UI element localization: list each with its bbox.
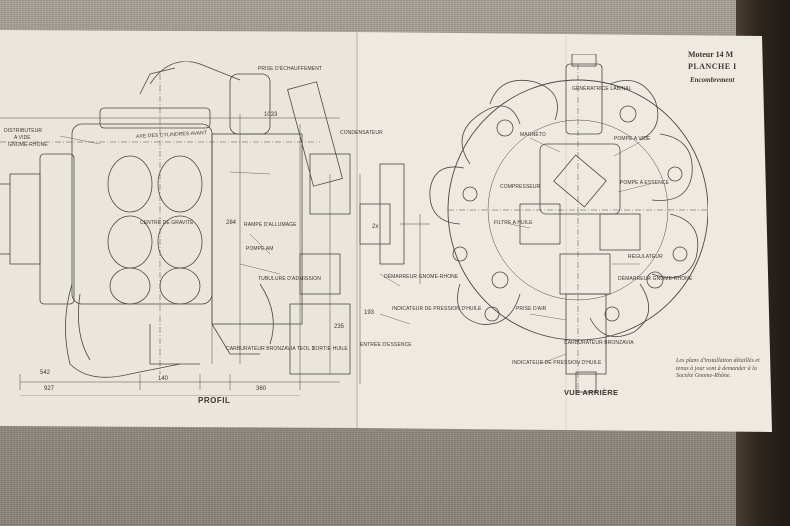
label-demarreur: DÉMARREUR GNOME-RHONE <box>384 274 459 280</box>
rear-label-carburateur: CARBURATEUR BRONZAVIA <box>564 340 634 346</box>
label-centre-gravite: CENTRE DE GRAVITÉ <box>140 220 194 226</box>
dim-1033: 1033 <box>264 112 278 118</box>
engine-model: Moteur 14 M <box>688 50 734 59</box>
view-title-profile: PROFIL <box>198 396 231 405</box>
label-a-vide: A VIDE <box>14 135 31 141</box>
label-pompe-am: POMPE AM <box>246 246 274 252</box>
rear-label-filtre: FILTRE A HUILE <box>494 220 533 226</box>
label-sortie-huile: SORTIE HUILE <box>312 346 348 352</box>
label-distributeur: DISTRIBUTEUR <box>4 128 43 134</box>
rear-label-pompe-essence: POMPE A ESSENCE <box>620 180 670 186</box>
rear-view-drawing <box>429 53 709 394</box>
plate-subject: Encombrement <box>690 76 735 84</box>
dim-2x: 2x <box>372 224 379 230</box>
rear-label-pompe-vide: POMPE A VIDE <box>614 136 651 142</box>
label-prise-echauffement: PRISE D'ÉCHAUFFEMENT <box>258 66 323 72</box>
rear-label-magneto: MAGNÉTO <box>520 132 546 138</box>
drawing-svg <box>0 30 772 432</box>
rear-label-compresseur: COMPRESSEUR <box>500 184 541 190</box>
plate-number: PLANCHE I <box>688 62 737 71</box>
dim-927: 927 <box>44 386 55 392</box>
dim-542: 542 <box>40 370 51 376</box>
technical-drawing-sheet: Moteur 14 M PLANCHE I Encombrement PROFI… <box>0 24 772 432</box>
label-tubulure: TUBULURE D'ADMISSION <box>258 276 321 282</box>
dim-235: 235 <box>334 324 345 330</box>
label-gnome-rhone: GNOME-RHONE <box>8 142 48 148</box>
dim-360: 360 <box>256 386 267 392</box>
dim-140: 140 <box>158 376 169 382</box>
rear-label-regulateur: RÉGULATEUR <box>628 254 663 260</box>
label-rampe-allumage: RAMPE D'ALLUMAGE <box>244 222 297 228</box>
profile-drawing <box>0 61 430 397</box>
rear-label-indicateur: INDICATEUR DE PRESSION D'HUILE <box>512 360 602 366</box>
rear-label-prise-air: PRISE D'AIR <box>516 306 547 312</box>
rear-label-demarreur: DÉMARREUR GNOME-RHONE <box>618 276 693 282</box>
label-carburateur: CARBURATEUR BRONZAVIA TEOL 2 <box>226 346 315 352</box>
rear-label-generatrice: GÉNÉRATRICE LABINAL <box>572 86 632 92</box>
caption-note: Les plans d'installation détaillés et te… <box>676 358 760 379</box>
dim-193: 193 <box>364 310 375 316</box>
label-condensateur: CONDENSATEUR <box>340 130 383 136</box>
label-entree-essence: ENTRÉE D'ESSENCE <box>360 342 412 348</box>
right-page <box>356 32 772 432</box>
label-indicateur: INDICATEUR DE PRESSION D'HUILE <box>392 306 482 312</box>
left-page <box>0 30 356 428</box>
view-title-rear: VUE ARRIÈRE <box>564 388 619 397</box>
dim-284: 284 <box>226 220 237 226</box>
